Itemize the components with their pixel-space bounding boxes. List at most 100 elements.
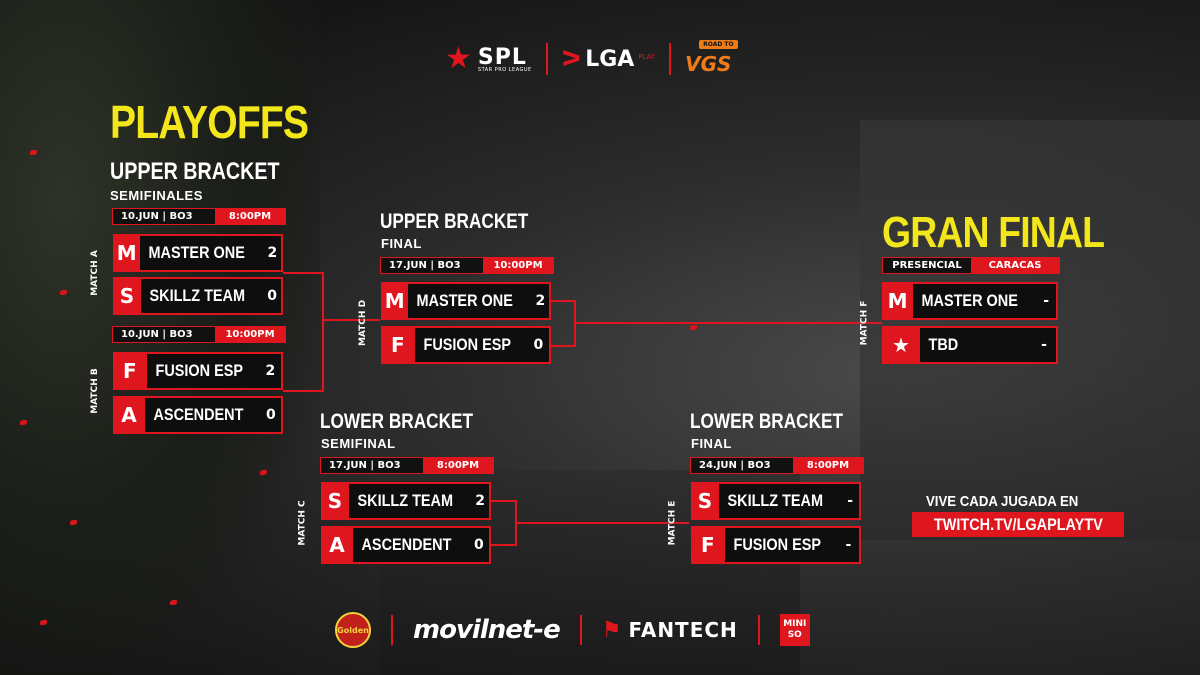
fusion-esp-logo-icon: F xyxy=(113,353,147,389)
team-name: MASTER ONE xyxy=(148,243,246,262)
twitch-link-text[interactable]: TWITCH.TV/LGAPLAYTV xyxy=(933,514,1103,534)
team-score: 2 xyxy=(267,245,278,261)
petal-decoration xyxy=(20,420,27,425)
petal-decoration xyxy=(40,620,47,625)
header-divider xyxy=(545,43,548,75)
petal-decoration xyxy=(60,290,67,295)
ascendent-logo-icon: A xyxy=(113,397,145,433)
skillz-team-logo-icon: S xyxy=(691,483,719,519)
match-f-label: MATCH F xyxy=(859,300,870,346)
skillz-team-logo-icon: S xyxy=(113,278,141,314)
petal-decoration xyxy=(170,600,177,605)
team-name: SKILLZ TEAM xyxy=(149,286,245,305)
team-row: M MASTER ONE 2 xyxy=(113,234,283,272)
bracket-line xyxy=(551,300,575,302)
match-date: 10.JUN | BO3 xyxy=(113,209,215,224)
venue-city: CARACAS xyxy=(971,258,1059,273)
miniso-top: MINI xyxy=(783,619,807,629)
miniso-bottom: SO xyxy=(787,630,802,640)
upper-final-title: UPPER BRACKET xyxy=(380,210,529,233)
match-time: 10:00PM xyxy=(215,327,285,342)
sponsor-divider xyxy=(391,615,393,645)
team-name: TBD xyxy=(928,335,959,354)
lower-semis-subtitle: SEMIFINAL xyxy=(321,436,396,451)
team-score: 0 xyxy=(267,288,278,304)
petal-decoration xyxy=(260,470,267,475)
skillz-team-logo-icon: S xyxy=(321,483,349,519)
master-one-logo-icon: M xyxy=(381,283,409,319)
star-icon: ★ xyxy=(445,41,472,76)
sponsor-divider xyxy=(757,615,760,645)
lower-final-subtitle: FINAL xyxy=(691,436,732,451)
lga-play-logo: ᐳ LGA PLAY xyxy=(562,47,655,72)
match-a-label: MATCH A xyxy=(89,250,100,296)
team-name: FUSION ESP xyxy=(733,535,821,554)
match-d-info: 17.JUN | BO3 10:00PM xyxy=(380,257,554,274)
bracket-line xyxy=(515,522,689,524)
team-name: MASTER ONE xyxy=(921,291,1018,310)
match-b-label: MATCH B xyxy=(89,368,100,414)
sponsors-bar: Golden movilnet-e ⚑ FANTECH MINI SO xyxy=(335,610,810,650)
venue-type: PRESENCIAL xyxy=(883,258,971,273)
team-name: MASTER ONE xyxy=(416,291,514,310)
header-logos: ★ SPL STAR PRO LEAGUE ᐳ LGA PLAY ROAD TO… xyxy=(445,40,765,78)
team-row: F FUSION ESP - xyxy=(691,526,861,564)
match-date: 24.JUN | BO3 xyxy=(691,458,793,473)
golden-logo: Golden xyxy=(335,612,371,648)
vgs-road-text: ROAD TO xyxy=(699,40,738,49)
bracket-line xyxy=(551,345,575,347)
bracket-line xyxy=(283,390,323,392)
team-score: 2 xyxy=(265,363,276,379)
stream-cta: VIVE CADA JUGADA EN xyxy=(926,493,1079,510)
twitch-link[interactable]: TWITCH.TV/LGAPLAYTV xyxy=(912,512,1124,537)
fantech-text: FANTECH xyxy=(628,618,738,642)
vgs-text: VGS xyxy=(685,52,732,76)
team-row: A ASCENDENT 0 xyxy=(113,396,283,434)
playoffs-title: PLAYOFFS xyxy=(110,96,309,148)
petal-decoration xyxy=(30,150,37,155)
match-time: 8:00PM xyxy=(215,209,285,224)
match-d-label: MATCH D xyxy=(358,299,369,347)
match-e-label: MATCH E xyxy=(667,500,678,546)
bracket-line xyxy=(491,500,516,502)
fantech-logo: ⚑ FANTECH xyxy=(602,618,738,643)
team-score: 0 xyxy=(533,337,544,353)
team-row: M MASTER ONE - xyxy=(882,282,1058,320)
petal-decoration xyxy=(70,520,77,525)
spl-logo: ★ SPL STAR PRO LEAGUE xyxy=(445,44,532,74)
match-c-info: 17.JUN | BO3 8:00PM xyxy=(320,457,494,474)
bracket-line xyxy=(283,272,323,274)
team-row: S SKILLZ TEAM 0 xyxy=(113,277,283,315)
movilnet-logo: movilnet-e xyxy=(413,615,561,645)
team-row: S SKILLZ TEAM 2 xyxy=(321,482,491,520)
team-score: - xyxy=(1041,337,1047,353)
team-score: - xyxy=(1043,293,1050,309)
fusion-esp-logo-icon: F xyxy=(381,327,415,363)
bracket-line xyxy=(574,322,882,324)
match-a-info: 10.JUN | BO3 8:00PM xyxy=(112,208,286,225)
team-name: SKILLZ TEAM xyxy=(357,491,453,510)
team-name: SKILLZ TEAM xyxy=(727,491,823,510)
fantech-icon: ⚑ xyxy=(601,617,623,643)
match-c-label: MATCH C xyxy=(297,500,308,546)
match-date: 10.JUN | BO3 xyxy=(113,327,215,342)
team-name: ASCENDENT xyxy=(153,405,244,424)
lower-final-title: LOWER BRACKET xyxy=(690,410,844,433)
star-icon: ★ xyxy=(882,327,920,363)
upper-semis-title: UPPER BRACKET xyxy=(110,158,280,185)
match-b-info: 10.JUN | BO3 10:00PM xyxy=(112,326,286,343)
lga-logo-sup: PLAY xyxy=(638,52,656,61)
team-name: ASCENDENT xyxy=(361,535,452,554)
bracket-line xyxy=(322,272,324,392)
match-e-info: 24.JUN | BO3 8:00PM xyxy=(690,457,864,474)
petal-decoration xyxy=(690,325,697,330)
team-score: 0 xyxy=(266,407,276,423)
bracket-line xyxy=(322,319,380,321)
team-score: 2 xyxy=(535,293,546,309)
master-one-logo-icon: M xyxy=(882,283,914,319)
match-time: 8:00PM xyxy=(423,458,493,473)
team-row: M MASTER ONE 2 xyxy=(381,282,551,320)
match-date: 17.JUN | BO3 xyxy=(321,458,423,473)
sponsor-divider xyxy=(579,615,582,645)
team-name: FUSION ESP xyxy=(155,361,243,380)
